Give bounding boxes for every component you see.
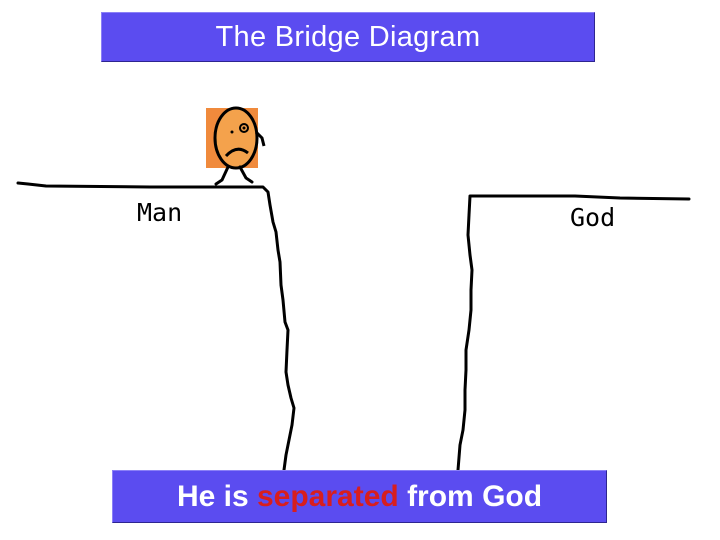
caption-suffix: from God (398, 479, 543, 513)
caption-prefix: He is (176, 479, 257, 513)
diagram-title: The Bridge Diagram (101, 12, 595, 62)
sad-man-figure-icon (206, 106, 266, 186)
caption-banner: He is separated from God (112, 470, 607, 523)
right-cliff (456, 194, 691, 472)
left-cliff (16, 181, 296, 472)
god-label: God (570, 203, 616, 232)
caption-highlight: separated (256, 479, 399, 513)
man-label: Man (137, 198, 183, 227)
